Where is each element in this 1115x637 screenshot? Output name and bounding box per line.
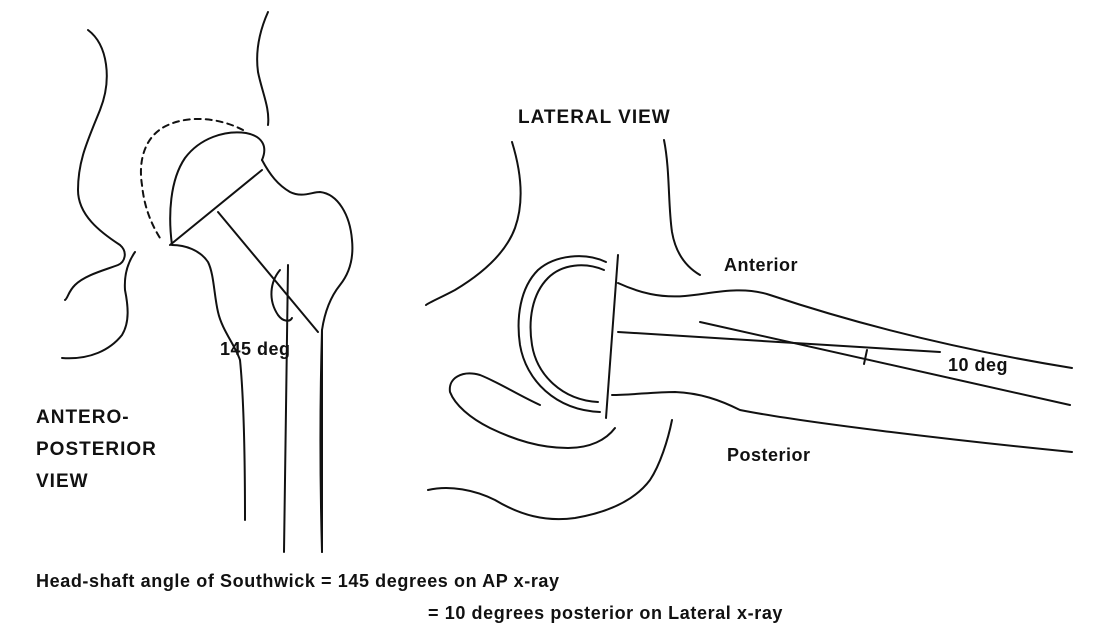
ap-shaft-axis-line-1 bbox=[284, 265, 288, 552]
ap-neck-axis-line bbox=[218, 212, 318, 332]
lateral-neck-posterior bbox=[612, 392, 1072, 452]
ap-angle-label: 145 deg bbox=[220, 340, 291, 358]
ap-view-title-line-3: VIEW bbox=[36, 472, 89, 491]
caption-line-2: = 10 degrees posterior on Lateral x-ray bbox=[428, 604, 783, 622]
lateral-pelvis-lower bbox=[428, 420, 672, 519]
lateral-angle-tick bbox=[864, 350, 867, 364]
ap-lesser-trochanter bbox=[271, 270, 292, 321]
lateral-acetabulum-inner bbox=[531, 265, 604, 402]
ap-view-title-line-1: ANTERO- bbox=[36, 408, 130, 427]
ap-head-base-line bbox=[170, 170, 262, 245]
lateral-view-title: LATERAL VIEW bbox=[518, 108, 671, 127]
ap-femur-medial-contour bbox=[172, 245, 245, 520]
lateral-shaft-axis-line bbox=[700, 322, 1070, 405]
ap-acetabulum-dashed bbox=[141, 119, 243, 238]
lateral-pelvis-upper bbox=[426, 142, 521, 305]
lateral-neck-axis-line bbox=[618, 332, 940, 352]
ap-view-drawing bbox=[62, 12, 352, 552]
lateral-angle-label: 10 deg bbox=[948, 356, 1008, 374]
caption-line-1: Head-shaft angle of Southwick = 145 degr… bbox=[36, 572, 560, 590]
ap-view-title-line-2: POSTERIOR bbox=[36, 440, 157, 459]
ap-ischium-outline bbox=[62, 252, 135, 358]
ap-femoral-head bbox=[170, 132, 264, 245]
anterior-label: Anterior bbox=[724, 256, 798, 274]
lateral-pelvis-right bbox=[664, 140, 700, 275]
posterior-label: Posterior bbox=[727, 446, 811, 464]
ap-pelvis-outline bbox=[65, 30, 125, 300]
lateral-head-base-line bbox=[606, 255, 618, 418]
ap-upper-outline bbox=[257, 12, 268, 125]
